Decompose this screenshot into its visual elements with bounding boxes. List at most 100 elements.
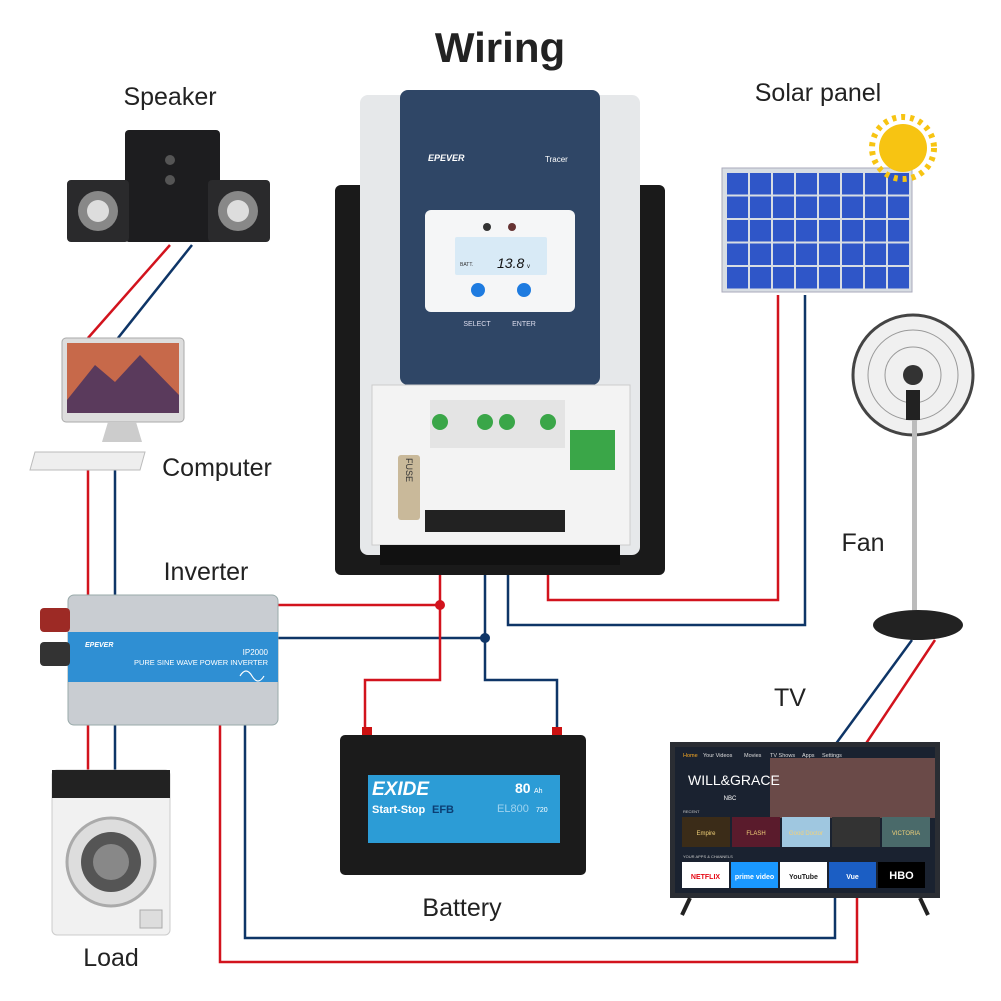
battery-label: Battery (422, 894, 502, 922)
solar-cell (865, 220, 886, 242)
battery-capacity-unit: Ah (534, 788, 543, 795)
charge-controller: EPEVER Tracer BATT. 13.8 v SELECT ENTER … (335, 90, 665, 575)
solar-cell (842, 243, 863, 265)
tv-menu-item[interactable]: Settings (822, 753, 842, 759)
load-device: Load (51, 769, 171, 972)
solar-cell (819, 220, 840, 242)
voltage-readout: 13.8 (497, 255, 524, 271)
tv-app-tile[interactable] (780, 862, 827, 888)
solar-cell (865, 267, 886, 289)
tv-negative-wire (243, 725, 837, 940)
tv-recent-tile[interactable] (832, 817, 880, 847)
tv-menu: Home Your Videos Movies TV Shows Apps Setting… (683, 753, 842, 759)
solar-cell (796, 267, 817, 289)
solar-cell (773, 243, 794, 265)
solar-cell (819, 173, 840, 195)
solar-cell (819, 243, 840, 265)
solar-cell (750, 220, 771, 242)
solar-cell (888, 267, 909, 289)
solar-cell (796, 220, 817, 242)
tv-app-tile[interactable] (829, 862, 876, 888)
solar-cell (727, 173, 748, 195)
battery-type: EFB (432, 804, 454, 816)
tv-menu-item[interactable]: Apps (802, 753, 815, 759)
speaker-negative-wire (117, 244, 193, 339)
fan-label: Fan (841, 529, 884, 557)
solar-cell (888, 196, 909, 218)
load-label: Load (83, 944, 139, 972)
tv-network: NBC (724, 796, 737, 802)
tv-recent-title: FLASH (746, 831, 765, 837)
battery-device: EXIDE Start-Stop EFB 80 Ah EL800 720 Bat… (340, 727, 586, 922)
tv-label: TV (774, 684, 806, 712)
fan-negative-wire (833, 639, 914, 746)
solar-cell (865, 196, 886, 218)
solar-cell (888, 243, 909, 265)
select-label: SELECT (463, 321, 491, 328)
tv-recent-title: VICTORIA (892, 831, 920, 837)
speaker-label: Speaker (123, 83, 216, 111)
inverter-model: IP2000 (243, 648, 269, 657)
battery-cca: 720 (536, 807, 548, 814)
tv-apps-label: YOUR APPS & CHANNELS (683, 854, 733, 859)
solar-cell (842, 173, 863, 195)
solar-cell (727, 196, 748, 218)
tv-app-label: NETFLIX (691, 874, 720, 881)
solar-cell (842, 220, 863, 242)
solar-cell (796, 196, 817, 218)
tv-app-tile[interactable] (682, 862, 729, 888)
solar-cell (750, 196, 771, 218)
enter-label: ENTER (512, 321, 536, 328)
solar-panel-label: Solar panel (755, 79, 881, 107)
solar-cell (773, 267, 794, 289)
tv-app-tile[interactable] (731, 862, 778, 888)
tv-recent-tile[interactable] (882, 817, 930, 847)
tv-featured-title: WILL&GRACE (688, 772, 780, 788)
select-button[interactable] (471, 283, 485, 297)
battery-line: Start-Stop (372, 804, 425, 816)
tv-app-tile[interactable] (878, 862, 925, 888)
solar-cell (842, 196, 863, 218)
tv-positive-wire (218, 725, 859, 964)
tv-menu-item[interactable]: Home (683, 753, 698, 759)
solar-cell (727, 220, 748, 242)
enter-button[interactable] (517, 283, 531, 297)
tv-recent-row: Empire FLASH Good Doctor VICTORIA (682, 817, 930, 847)
tv-menu-item[interactable]: TV Shows (770, 753, 795, 759)
solar-cell (796, 243, 817, 265)
inverter-device: Inverter EPEVER IP2000 PURE SINE WAVE PO… (40, 558, 279, 726)
solar-cell (819, 267, 840, 289)
inverter-label: Inverter (164, 558, 249, 586)
tv-recent-tile[interactable] (682, 817, 730, 847)
sun-icon (869, 114, 937, 182)
speaker-positive-wire (87, 244, 171, 339)
tv-recent-tile[interactable] (732, 817, 780, 847)
tv-menu-item[interactable]: Your Videos (703, 753, 733, 759)
tv-app-label: YouTube (789, 874, 818, 881)
solar-cell (865, 173, 886, 195)
batt-label: BATT. (460, 262, 473, 268)
battery-brand: EXIDE (372, 779, 430, 800)
positive-junction (435, 600, 445, 610)
negative-junction (480, 633, 490, 643)
solar-cell (796, 173, 817, 195)
battery-model: EL800 (497, 803, 529, 815)
tv-menu-item[interactable]: Movies (744, 753, 762, 759)
solar-cell (750, 243, 771, 265)
speaker-device: Speaker (67, 83, 270, 242)
diagram-title: Wiring (435, 24, 565, 71)
tv-recent-tile[interactable] (782, 817, 830, 847)
solar-cells (727, 173, 909, 289)
solar-cell (865, 243, 886, 265)
solar-cell (750, 267, 771, 289)
tv-recent-title: Empire (696, 831, 716, 837)
fan-device: Fan (841, 313, 975, 640)
solar-cell (773, 220, 794, 242)
tv-app-label: Vue (846, 874, 859, 881)
computer-device: Computer (29, 337, 272, 482)
solar-cell (842, 267, 863, 289)
tv-device: TV Home Your Videos Movies TV Shows Apps Sett… (670, 684, 940, 916)
tv-recent-title: Good Doctor (789, 831, 823, 837)
